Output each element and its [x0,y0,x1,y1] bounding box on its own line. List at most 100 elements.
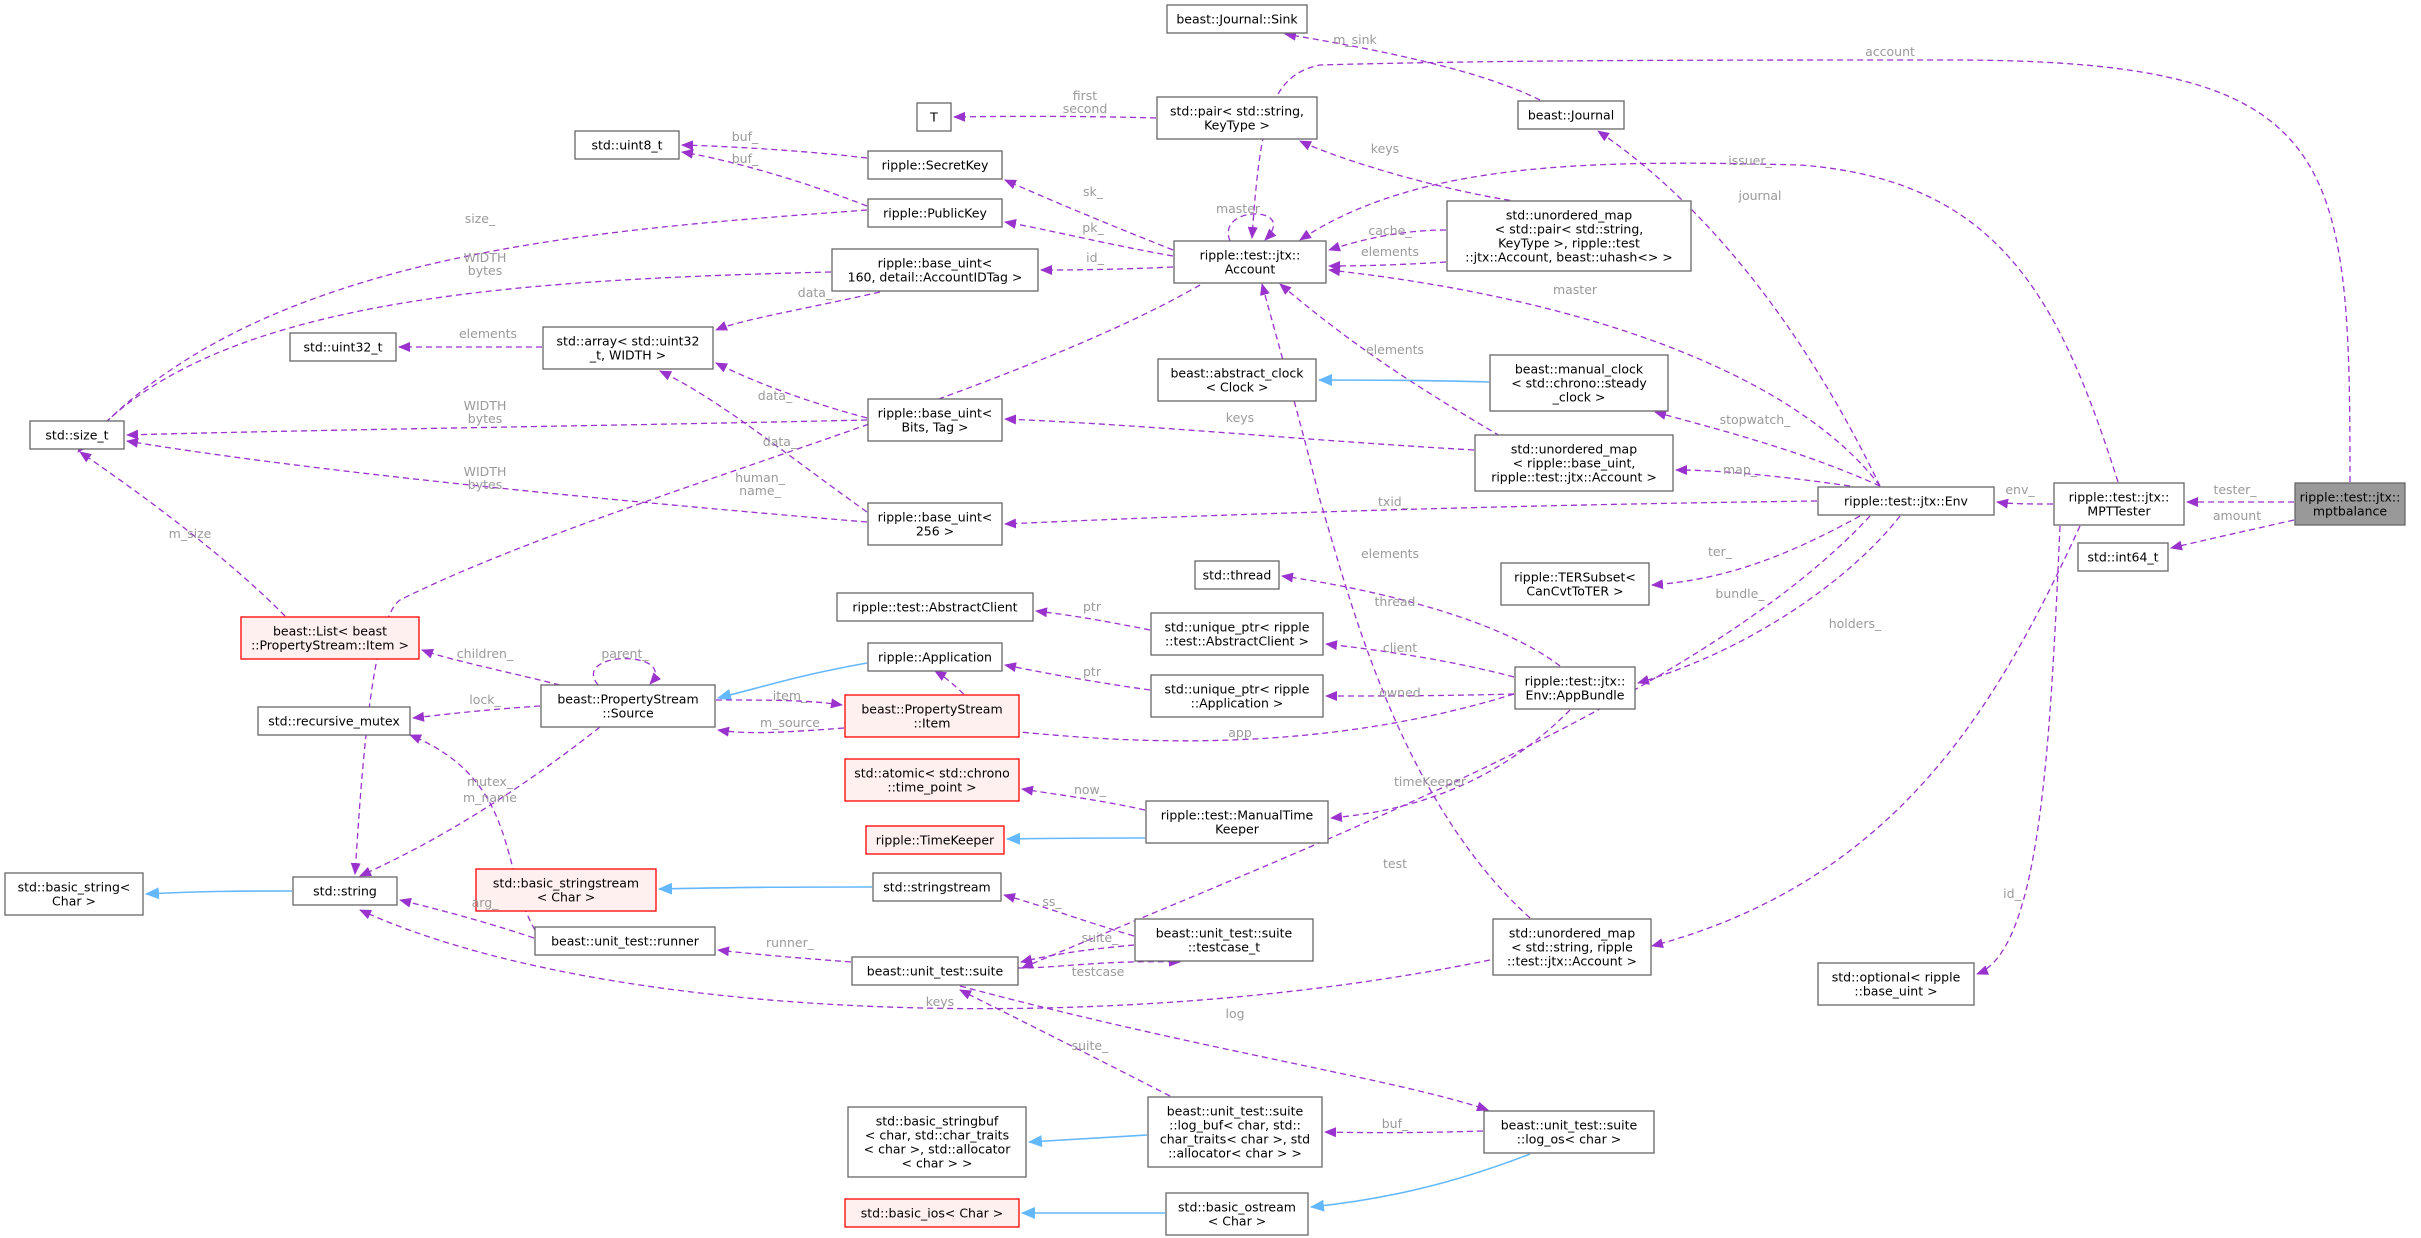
class-node-base-uint-160[interactable]: ripple::base_uint<160, detail::AccountID… [831,248,1039,292]
class-node-appbundle[interactable]: ripple::test::jtx::Env::AppBundle [1514,666,1636,710]
class-node-tersubset[interactable]: ripple::TERSubset<CanCvtToTER > [1500,562,1650,606]
edge-label: holders_ [1829,616,1882,631]
class-node-label: ::test::jtx::Account > [1507,954,1637,969]
inheritance-edge [145,887,293,900]
class-node-box [844,694,1020,738]
class-node-testcase-t[interactable]: beast::unit_test::suite::testcase_t [1134,918,1314,962]
class-node-uint8[interactable]: std::uint8_t [574,130,680,160]
class-node-basic-stringstream[interactable]: std::basic_stringstream< Char > [475,868,657,912]
class-node-uptr-app[interactable]: std::unique_ptr< ripple::Application > [1150,674,1324,718]
usage-edge [1328,266,1881,487]
edge-label: now_ [1074,782,1107,797]
class-node-label: beast::manual_clock [1515,362,1644,377]
edge-label: app [1228,725,1252,740]
class-node-journalsink[interactable]: beast::Journal::Sink [1166,4,1308,34]
class-node-label: ::Application > [1191,696,1284,711]
edge-label: keys [926,994,954,1009]
class-node-box [4,872,144,916]
class-node-label: beast::List< beast [273,624,387,639]
class-node-psitem[interactable]: beast::PropertyStream::Item [844,694,1020,738]
edge-label: ptr [1083,664,1102,679]
class-node-journal[interactable]: beast::Journal [1517,100,1625,130]
class-node-label: std::thread [1203,568,1272,583]
edge-label: journal [1737,188,1781,203]
class-node-thread[interactable]: std::thread [1194,560,1280,590]
class-node-base-uint-256[interactable]: ripple::base_uint<256 > [867,502,1003,546]
class-node-log-os[interactable]: beast::unit_test::suite::log_os< char > [1483,1110,1655,1154]
usage-edge [1021,785,1146,811]
class-node-label: ::test::AbstractClient > [1165,634,1309,649]
inheritance-edge [1318,374,1490,387]
class-node-label: ::jtx::Account, beast::uhash<> > [1465,250,1673,265]
class-node-size-t[interactable]: std::size_t [29,420,125,450]
class-node-label: std::basic_stringstream [493,876,639,891]
class-node-label: < char >, std::allocator [864,1142,1012,1157]
class-node-string[interactable]: std::string [292,876,398,906]
class-node-base-uint-bits[interactable]: ripple::base_uint<Bits, Tag > [867,398,1003,442]
class-node-label: Account [1225,262,1276,277]
class-node-label: ripple::SecretKey [882,158,989,173]
class-node-box [867,398,1003,442]
class-node-optional-base-uint[interactable]: std::optional< ripple::base_uint > [1817,962,1975,1006]
class-node-label: ripple::base_uint< [878,256,993,271]
usage-edge [1004,179,1174,251]
class-node-pssource[interactable]: beast::PropertyStream::Source [540,684,716,728]
class-node-umap-string[interactable]: std::unordered_map< std::string, ripple:… [1492,918,1652,976]
usage-edge [1004,500,1818,529]
class-node-atomic-tp[interactable]: std::atomic< std::chrono::time_point > [844,758,1020,802]
class-node-array-uint32[interactable]: std::array< std::uint32_t, WIDTH > [542,326,714,370]
usage-edge [1651,515,1861,590]
usage-edge [1227,213,1277,242]
class-node-label: beast::unit_test::runner [551,934,700,949]
class-node-umap-pair[interactable]: std::unordered_map< std::pair< std::stri… [1446,200,1692,272]
class-node-label: < std::string, ripple [1511,940,1633,955]
edge-label: WIDTH [464,464,507,479]
usage-edge [715,362,868,419]
class-node-list[interactable]: beast::List< beast::PropertyStream::Item… [240,616,420,660]
usage-edge [421,648,561,686]
class-node-env[interactable]: ripple::test::jtx::Env [1817,486,1995,516]
edge-label: issuer_ [1728,153,1772,168]
class-node-account[interactable]: ripple::test::jtx::Account [1173,240,1327,284]
class-node-abstractclient[interactable]: ripple::test::AbstractClient [836,592,1034,622]
edge-label: suite_ [1082,930,1119,945]
edge-label: arg_ [472,895,500,910]
class-node-basic-ostream[interactable]: std::basic_ostream< Char > [1165,1192,1309,1236]
class-node-suite[interactable]: beast::unit_test::suite [851,956,1019,986]
class-node-stringstream[interactable]: std::stringstream [872,872,1002,902]
class-node-application[interactable]: ripple::Application [867,642,1003,672]
class-node-uint32[interactable]: std::uint32_t [289,332,397,362]
class-node-basic-string[interactable]: std::basic_string<Char > [4,872,144,916]
class-node-log-buf[interactable]: beast::unit_test::suite::log_buf< char, … [1147,1096,1323,1168]
class-node-pair[interactable]: std::pair< std::string,KeyType > [1156,96,1318,140]
class-node-publickey[interactable]: ripple::PublicKey [867,198,1003,228]
class-node-int64[interactable]: std::int64_t [2077,542,2169,572]
class-node-label: std::array< std::uint32 [557,334,700,349]
class-node-label: beast::unit_test::suite [1156,926,1293,941]
class-node-timekeeper[interactable]: ripple::TimeKeeper [865,825,1005,855]
class-node-label: ripple::TimeKeeper [876,833,995,848]
class-node-mptbalance[interactable]: ripple::test::jtx::mptbalance [2294,482,2406,526]
class-node-mpttester[interactable]: ripple::test::jtx::MPTTester [2053,482,2185,526]
class-node-uptr-client[interactable]: std::unique_ptr< ripple::test::AbstractC… [1150,612,1324,656]
usage-edge [399,897,535,939]
class-node-basic-stringbuf[interactable]: std::basic_stringbuf< char, std::char_tr… [847,1106,1027,1178]
class-node-recursive-mutex[interactable]: std::recursive_mutex [257,706,411,736]
class-node-label: ripple::base_uint< [878,510,993,525]
class-node-manual-clock[interactable]: beast::manual_clock< std::chrono::steady… [1489,354,1669,412]
edge-label: data_ [758,388,793,403]
class-node-runner[interactable]: beast::unit_test::runner [534,926,716,956]
class-node-t[interactable]: T [916,102,952,132]
class-node-label: mptbalance [2313,504,2388,519]
class-node-abstract-clock[interactable]: beast::abstract_clock< Clock > [1157,358,1317,402]
class-node-box [1500,562,1650,606]
usage-edge [1035,607,1151,631]
class-node-umap-base-uint[interactable]: std::unordered_map< ripple::base_uint,ri… [1474,434,1674,492]
class-node-basic-ios[interactable]: std::basic_ios< Char > [844,1198,1020,1228]
class-node-box [574,130,680,160]
class-node-secretkey[interactable]: ripple::SecretKey [867,150,1003,180]
edge-label: m_sink [1333,32,1377,47]
usage-edge [592,658,662,686]
